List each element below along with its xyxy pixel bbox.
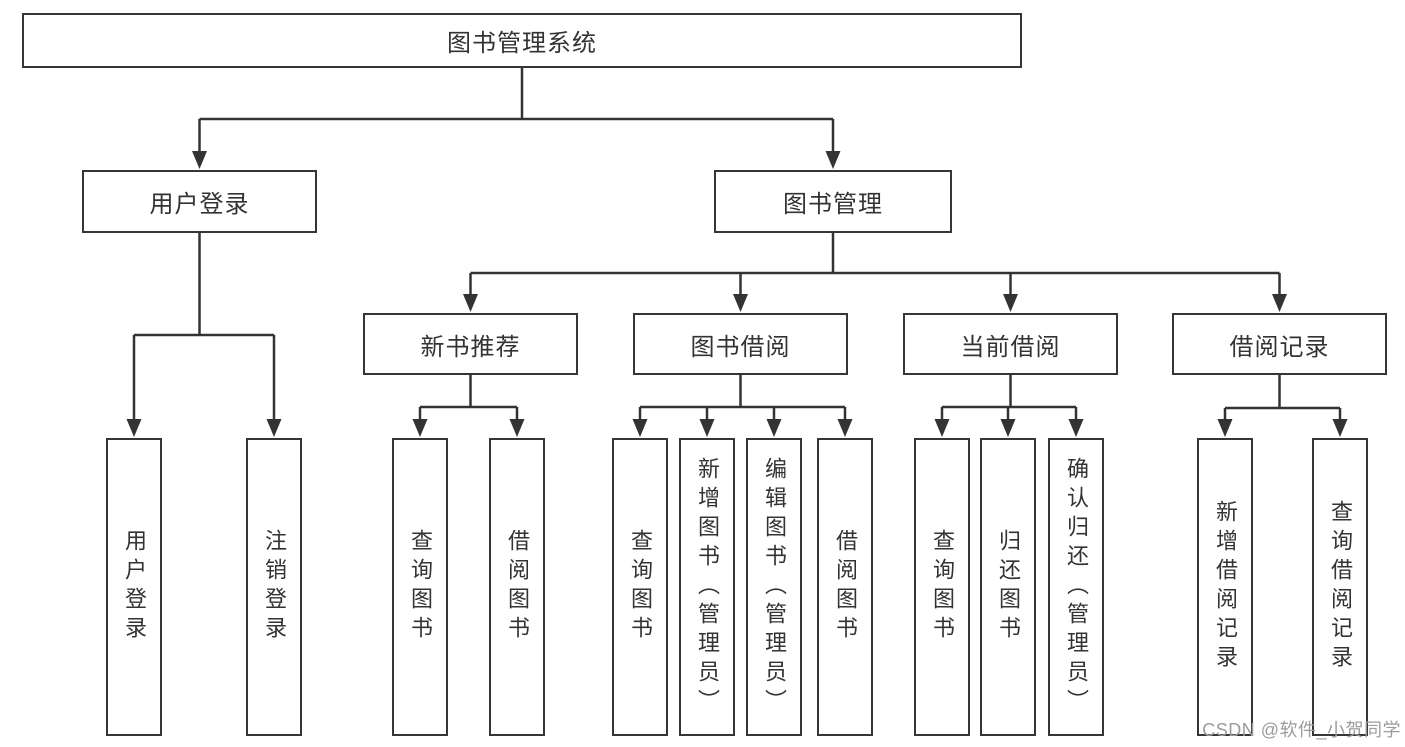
leaf-label: 归还图书: [996, 529, 1021, 645]
node-borrow-record: 借阅记录: [1172, 313, 1387, 375]
leaf-label: 注销登录: [262, 529, 287, 645]
node-user-login-label: 用户登录: [149, 191, 250, 218]
node-leaf-query-books-current: 查询图书: [914, 438, 970, 736]
connector-root-to-level2: [192, 68, 841, 169]
leaf-label: 借阅图书: [833, 529, 858, 645]
leaf-label: 查询图书: [628, 529, 653, 645]
connector-user-login-to-leaves: [126, 233, 282, 437]
leaf-label: 借阅图书: [505, 529, 530, 645]
node-leaf-add-borrow-record: 新增借阅记录: [1197, 438, 1253, 736]
leaf-label: 查询借阅记录: [1328, 500, 1353, 674]
leaf-label: 确认归还（管理员）: [1064, 456, 1089, 718]
connector-current-borrow-to-leaves: [934, 375, 1084, 437]
connector-book-management-to-level3: [463, 233, 1287, 312]
node-leaf-query-books-borrow: 查询图书: [612, 438, 668, 736]
csdn-watermark: CSDN @软件_小贺同学: [1202, 720, 1401, 740]
node-leaf-borrow-books: 借阅图书: [817, 438, 873, 736]
node-leaf-borrow-books-recommend: 借阅图书: [489, 438, 545, 736]
leaf-label: 查询图书: [408, 529, 433, 645]
node-leaf-confirm-return-admin: 确认归还（管理员）: [1048, 438, 1104, 736]
connector-new-book-to-leaves: [412, 375, 525, 437]
node-book-management: 图书管理: [714, 170, 952, 233]
node-leaf-return-books: 归还图书: [980, 438, 1036, 736]
node-root: 图书管理系统: [22, 13, 1022, 68]
leaf-label: 新增借阅记录: [1213, 500, 1238, 674]
node-book-management-label: 图书管理: [783, 191, 883, 218]
node-leaf-edit-books-admin: 编辑图书（管理员）: [746, 438, 802, 736]
node-user-login: 用户登录: [82, 170, 317, 233]
node-leaf-query-books-recommend: 查询图书: [392, 438, 448, 736]
leaf-label: 用户登录: [122, 529, 147, 645]
node-book-borrow-label: 图书借阅: [690, 333, 791, 361]
node-new-book-recommend-label: 新书推荐: [420, 333, 521, 361]
leaf-label: 查询图书: [930, 529, 955, 645]
leaf-label: 编辑图书（管理员）: [762, 456, 787, 718]
leaf-label: 新增图书（管理员）: [695, 456, 720, 718]
node-borrow-record-label: 借阅记录: [1229, 333, 1330, 361]
node-book-borrow: 图书借阅: [633, 313, 848, 375]
node-root-label: 图书管理系统: [447, 30, 597, 57]
node-leaf-add-books-admin: 新增图书（管理员）: [679, 438, 735, 736]
node-current-borrow-label: 当前借阅: [960, 333, 1061, 361]
node-leaf-query-borrow-record: 查询借阅记录: [1312, 438, 1368, 736]
node-leaf-user-login: 用户登录: [106, 438, 162, 736]
connector-borrow-record-to-leaves: [1217, 375, 1348, 437]
node-new-book-recommend: 新书推荐: [363, 313, 578, 375]
connector-book-borrow-to-leaves: [632, 375, 853, 437]
node-leaf-logout: 注销登录: [246, 438, 302, 736]
node-current-borrow: 当前借阅: [903, 313, 1118, 375]
